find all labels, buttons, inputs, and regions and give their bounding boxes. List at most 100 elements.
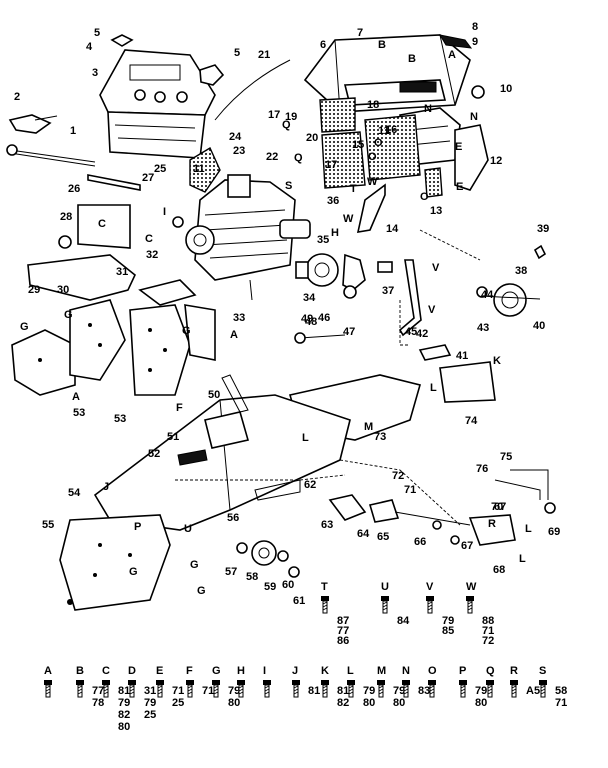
dashed-connector (399, 300, 410, 346)
callout-17: 17 (268, 109, 280, 121)
ref-letter-A: A (448, 49, 456, 61)
ref-letter-G: G (197, 585, 206, 597)
callout-26: 26 (68, 183, 80, 195)
ref-letter-L: L (302, 432, 309, 444)
key-ref-T-86: 86 (337, 635, 349, 647)
screw-G-icon (212, 680, 220, 698)
hitch-plate-part (418, 344, 496, 403)
key-ref-R-A5: A5 (526, 685, 540, 697)
key-ref-N-83: 83 (418, 685, 430, 697)
callout-50: 50 (208, 389, 220, 401)
callout-27: 27 (142, 172, 154, 184)
key-ref-E-71: 71 (172, 685, 184, 697)
lift-rod-part (6, 114, 96, 167)
bracket-14-part (356, 183, 386, 233)
callout-51: 51 (167, 431, 179, 443)
ref-letter-Q: Q (282, 119, 291, 131)
callout-71: 71 (404, 484, 416, 496)
callout-9: 9 (472, 36, 478, 48)
screw-W-icon (466, 596, 474, 614)
callout-16: 16 (385, 124, 397, 136)
screw-M-icon (377, 680, 385, 698)
ref-letter-C: C (98, 218, 106, 230)
ref-letter-U: U (184, 523, 192, 535)
callout-8: 8 (472, 21, 478, 33)
callout-21: 21 (258, 49, 270, 61)
ref-letter-T: T (350, 183, 357, 195)
clutch-pulley-part (295, 253, 366, 299)
ref-letter-L: L (525, 523, 532, 535)
plate-holes (38, 323, 167, 372)
callout-6: 6 (320, 39, 326, 51)
callout-72: 72 (392, 470, 404, 482)
key-letter-U: U (381, 581, 389, 593)
callout-32: 32 (146, 249, 158, 261)
callout-5: 5 (234, 47, 240, 59)
callout-41: 41 (456, 350, 468, 362)
key-ref-P-80: 80 (475, 697, 487, 709)
callout-56: 56 (227, 512, 239, 524)
callout-53: 53 (73, 407, 85, 419)
mandrel-part (476, 244, 547, 317)
key-ref-D-79: 79 (144, 697, 156, 709)
key-ref-K-82: 82 (337, 697, 349, 709)
screw-P-icon (459, 680, 467, 698)
side-plate-left-part (11, 329, 76, 396)
key-letter-R: R (510, 665, 518, 677)
ref-letter-G: G (190, 559, 199, 571)
key-letter-V: V (426, 581, 434, 593)
callout-53: 53 (114, 413, 126, 425)
key-letter-I: I (263, 665, 266, 677)
callout-14: 14 (386, 223, 399, 235)
callout-47: 47 (343, 326, 355, 338)
callout-76: 76 (476, 463, 488, 475)
callout-20: 20 (306, 132, 318, 144)
ref-letter-N: N (470, 111, 478, 123)
ref-letter-E: E (456, 181, 463, 193)
callout-65: 65 (377, 531, 389, 543)
key-ref-B-77: 77 (92, 685, 104, 697)
key-ref-B-78: 78 (92, 697, 104, 709)
front-skirt-part (59, 514, 171, 611)
ref-letter-G: G (20, 321, 29, 333)
callout-70: 70 (491, 501, 503, 513)
key-ref-V-79: 79 (442, 615, 454, 627)
screw-B-icon (76, 680, 84, 698)
key-letter-E: E (156, 665, 163, 677)
key-ref-S-71: 71 (555, 697, 567, 709)
callout-28: 28 (60, 211, 72, 223)
callout-74: 74 (465, 415, 478, 427)
ref-letter-G: G (182, 325, 191, 337)
ref-letter-B: B (378, 39, 386, 51)
ref-letter-A: A (72, 391, 80, 403)
ref-letter-B: B (408, 53, 416, 65)
callout-45: 45 (405, 326, 417, 338)
callout-54: 54 (68, 487, 81, 499)
air-filter-part (189, 146, 221, 193)
ref-letter-V: V (428, 304, 436, 316)
key-letter-L: L (347, 665, 354, 677)
key-ref-K-81: 81 (337, 685, 349, 697)
callout-57: 57 (225, 566, 237, 578)
callout-2: 2 (14, 91, 20, 103)
key-ref-J-81: 81 (308, 685, 320, 697)
callout-10: 10 (500, 83, 512, 95)
key-ref-P-79: 79 (475, 685, 487, 697)
callout-67: 67 (461, 540, 473, 552)
callout-64: 64 (357, 528, 370, 540)
key-ref-G-80: 80 (228, 697, 240, 709)
grille-small-part (424, 167, 443, 198)
key-letter-J: J (292, 665, 298, 677)
callout-40: 40 (533, 320, 545, 332)
key-ref-W-72: 72 (482, 635, 494, 647)
callout-18: 18 (367, 99, 379, 111)
ref-letter-O: O (368, 151, 377, 163)
callout-48: 48 (305, 316, 317, 328)
key-letter-D: D (128, 665, 136, 677)
key-ref-C-82: 82 (118, 709, 130, 721)
screw-U-icon (381, 596, 389, 614)
bolt-47-part (299, 334, 346, 339)
ref-letter-L: L (519, 553, 526, 565)
callout-68: 68 (493, 564, 505, 576)
